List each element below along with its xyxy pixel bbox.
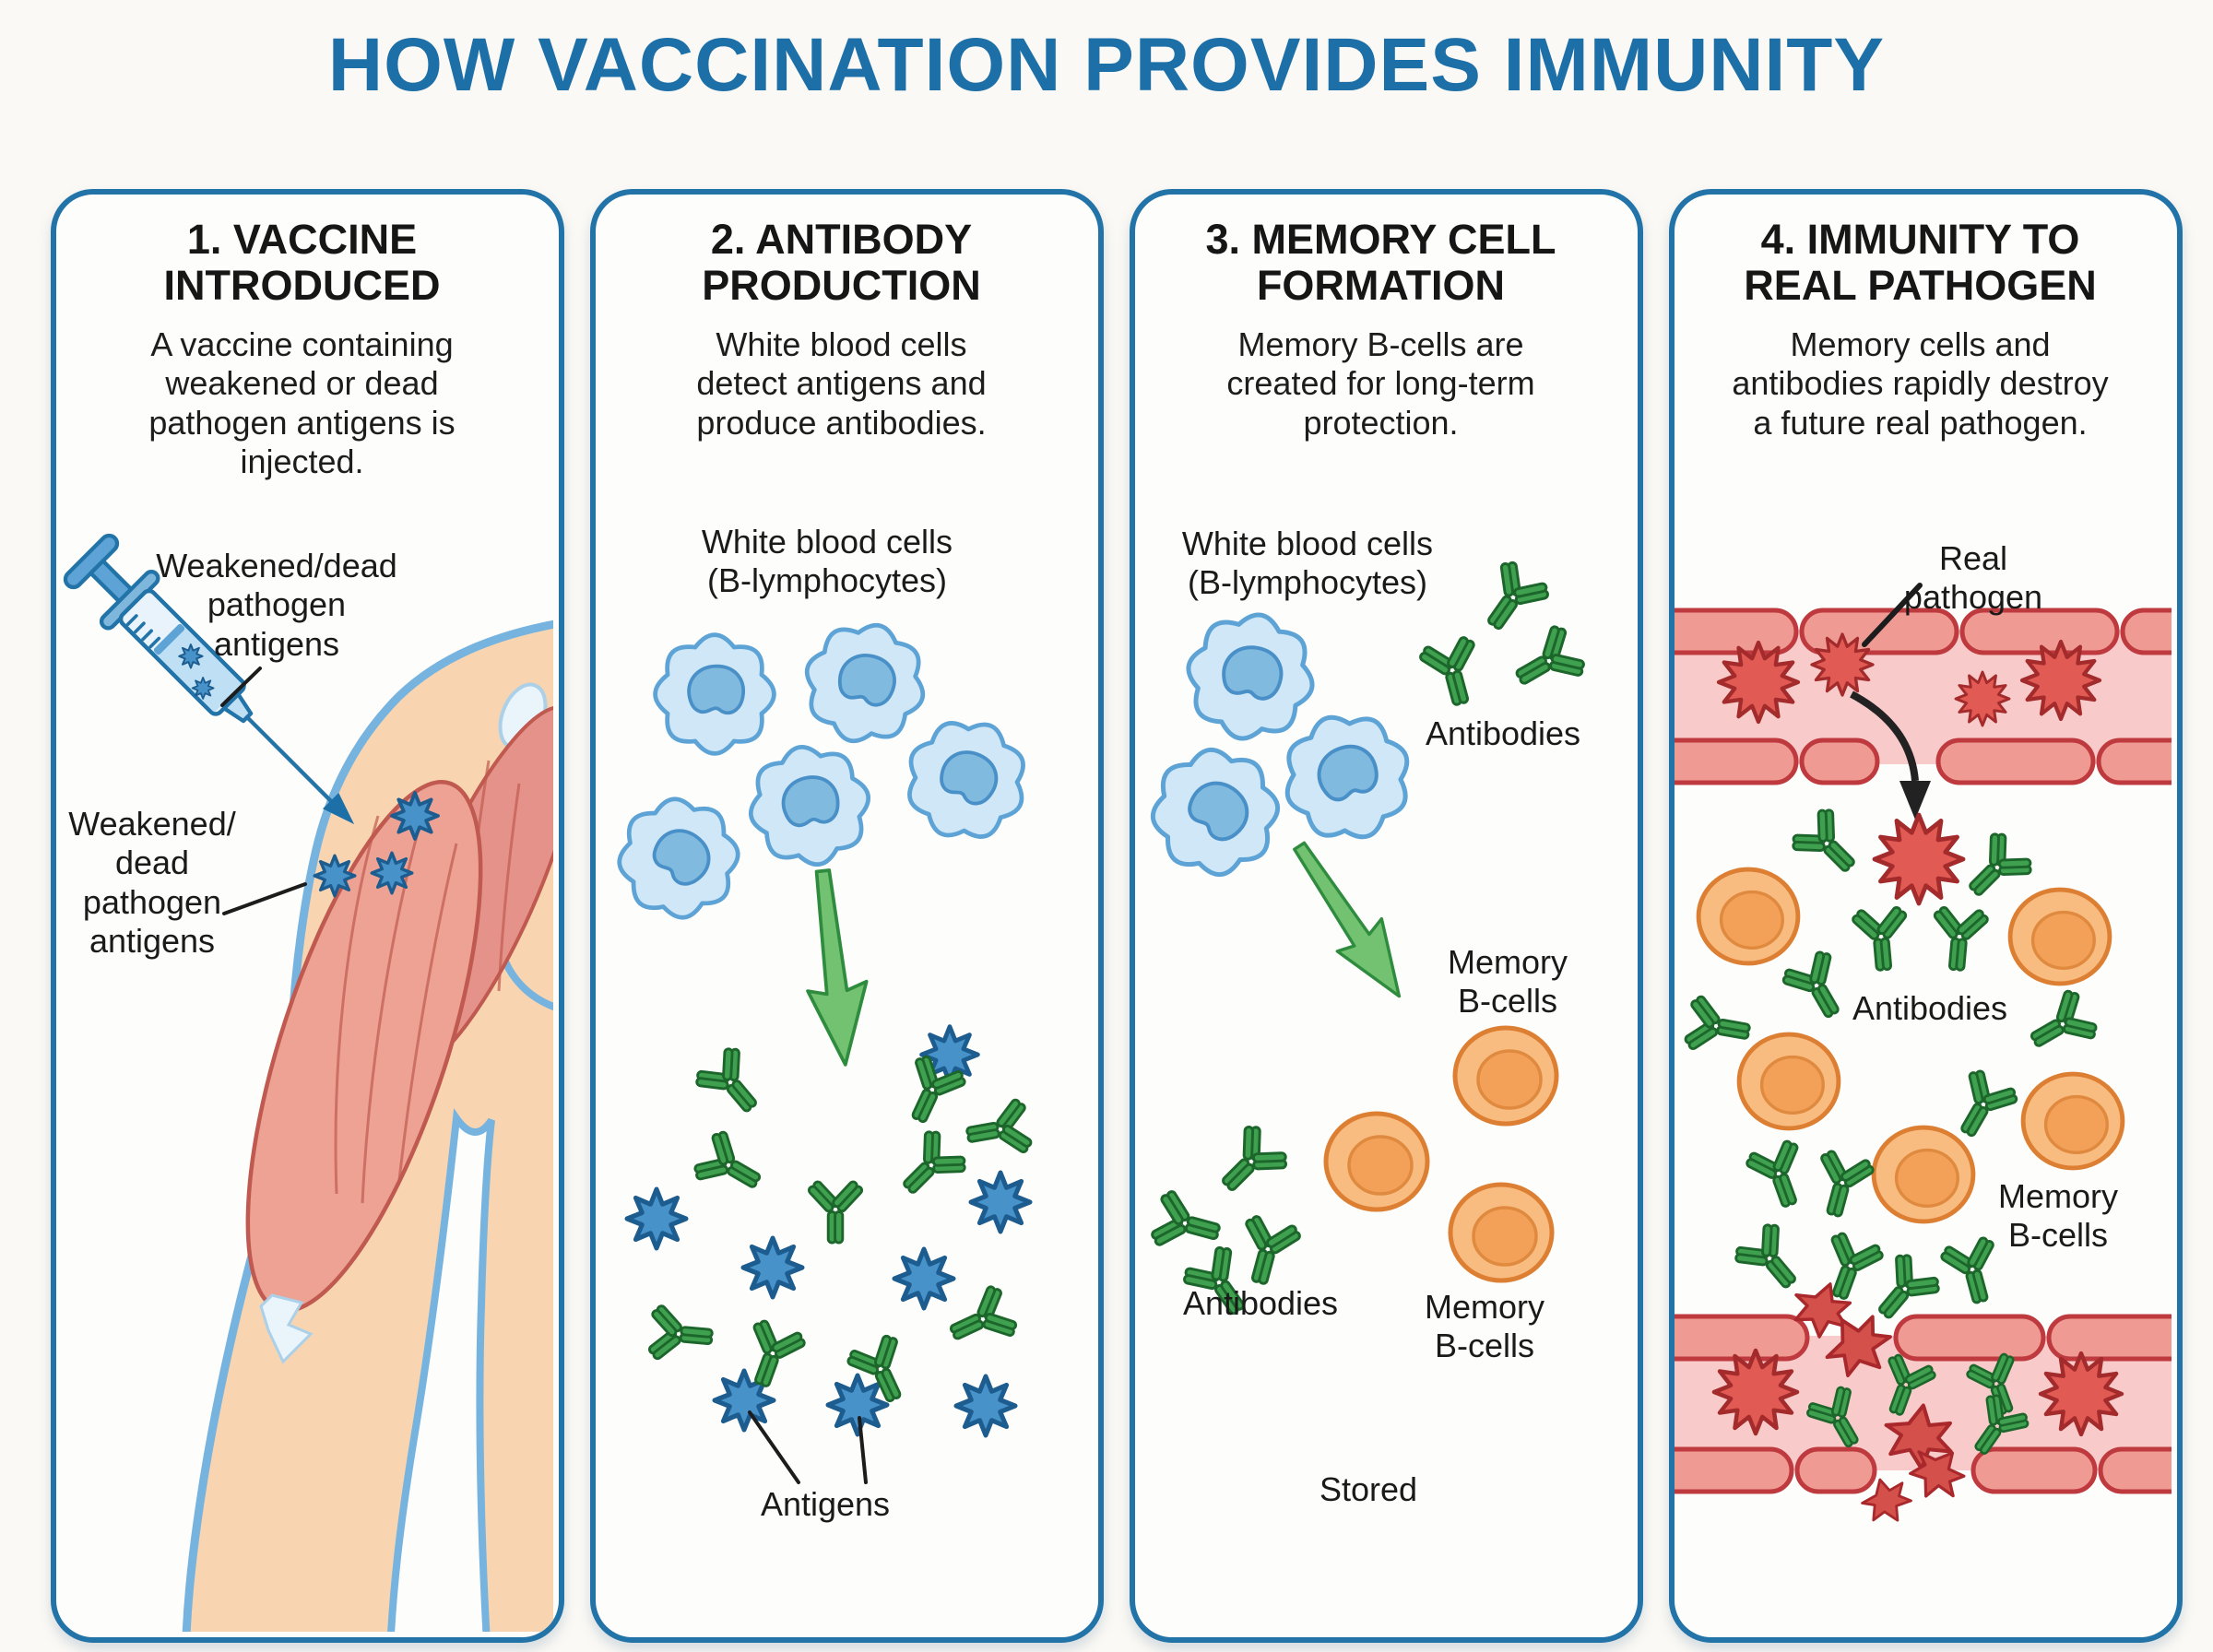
memory-bcell-cluster (1326, 1028, 1556, 1280)
antigen-star-icon (894, 1249, 953, 1308)
label-pointer-line (220, 667, 262, 707)
antibody-y-icon (1729, 1218, 1812, 1302)
antibody-y-icon (1206, 1120, 1293, 1207)
panel-description: A vaccine containing weakened or dead pa… (148, 325, 456, 481)
antigen-star-icon (370, 851, 414, 895)
wbc-icon (1130, 724, 1304, 900)
panel-antibody-production: 2. ANTIBODY PRODUCTION White blood cells… (590, 189, 1104, 1643)
green-arrow-icon (1276, 828, 1425, 1013)
label-muscle-antigens: Weakened/ dead pathogen antigens (68, 805, 236, 961)
label-wbc: White blood cells (B-lymphocytes) (701, 523, 953, 600)
antibody-y-icon (1929, 905, 1990, 973)
injection-arrow-icon (322, 792, 355, 825)
wbc-cluster (1130, 604, 1427, 900)
antibody-y-icon (1743, 1137, 1817, 1214)
label-pointer-line (858, 1416, 868, 1484)
antibody-y-icon (1505, 620, 1590, 703)
panel-description: Memory cells and antibodies rapidly dest… (1732, 325, 2109, 442)
panel-heading: 1. VACCINE INTRODUCED (163, 216, 441, 310)
panel-vaccine-introduced: 1. VACCINE INTRODUCED A vaccine containi… (51, 189, 564, 1643)
panel-memory-cell-formation: 3. MEMORY CELL FORMATION Memory B-cells … (1130, 189, 1643, 1643)
memory-bcell-icon (2023, 1074, 2123, 1168)
label-real-pathogen: Real pathogen (1903, 539, 2043, 617)
antigen-star-icon (313, 854, 357, 898)
antibody-y-icon (1954, 827, 2038, 911)
label-memory-bcells-mid: Memory B-cells (1447, 943, 1568, 1021)
antibody-y-icon (689, 1127, 771, 1206)
memory-bcell-icon (1326, 1114, 1427, 1210)
blood-vessel-top (1675, 608, 2172, 785)
elbow-fold (387, 1108, 495, 1632)
panel-description: White blood cells detect antigens and pr… (696, 325, 987, 442)
antigen-star-icon (743, 1238, 802, 1297)
antibody-y-icon (1786, 803, 1870, 887)
panel-description: Memory B-cells are created for long-term… (1226, 325, 1535, 442)
panel2-illustration (590, 189, 1093, 1484)
label-pointer-line (748, 1410, 800, 1484)
wbc-icon (792, 610, 938, 756)
antigen-star-icon (971, 1173, 1030, 1232)
label-antigens: Antigens (760, 1485, 891, 1523)
antibody-y-icon (647, 1304, 715, 1364)
label-stored: Stored (1319, 1470, 1418, 1508)
antibody-y-icon (1148, 1187, 1225, 1260)
antibody-y-icon (963, 1097, 1034, 1162)
panel-heading: 4. IMMUNITY TO REAL PATHOGEN (1744, 216, 2097, 310)
memory-bcell-icon (1455, 1028, 1556, 1124)
memory-bcell-icon (1874, 1127, 1973, 1221)
antibody-y-icon (888, 1125, 972, 1209)
label-memory-bcells-bottom: Memory B-cells (1424, 1288, 1545, 1365)
panel-heading: 3. MEMORY CELL FORMATION (1205, 216, 1556, 310)
memory-bcell-icon (1698, 869, 1798, 963)
antibody-y-icon (1851, 905, 1911, 973)
wbc-icon (1178, 604, 1322, 749)
wbc-icon (595, 774, 762, 941)
wbc-icon (656, 635, 775, 754)
label-antibodies-top: Antibodies (1425, 714, 1581, 752)
label-syringe-antigens: Weakened/dead pathogen antigens (156, 547, 397, 663)
antibody-y-icon (1470, 556, 1555, 643)
antigen-star-icon (627, 1189, 686, 1248)
green-arrow-icon (793, 866, 877, 1070)
panel-immunity-to-real-pathogen: 4. IMMUNITY TO REAL PATHOGEN Memory cell… (1669, 189, 2183, 1643)
panel4-illustration (1675, 583, 2172, 1529)
label-memory-bcells: Memory B-cells (1997, 1177, 2119, 1255)
antibody-y-icon (690, 1042, 773, 1126)
wbc-icon (887, 701, 1045, 858)
antibody-y-icon (1683, 994, 1754, 1059)
pathogen-icon (1875, 815, 1963, 903)
antibody-y-icon (1806, 1148, 1876, 1222)
antibody-y-icon (941, 1281, 1021, 1359)
panel-heading: 2. ANTIBODY PRODUCTION (702, 216, 981, 310)
antibody-y-icon (1778, 946, 1857, 1028)
page-title: HOW VACCINATION PROVIDES IMMUNITY (327, 23, 1886, 107)
antibody-y-icon (2020, 985, 2102, 1065)
antibody-y-icon (808, 1180, 864, 1243)
antigen-star-icon (828, 1375, 887, 1434)
label-antibodies: Antibodies (1852, 989, 2008, 1027)
label-antibodies-bottom: Antibodies (1182, 1284, 1339, 1322)
antibody-cluster-top (1416, 556, 1590, 711)
panel1-illustration (63, 533, 553, 1632)
memory-bcell-icon (1450, 1185, 1552, 1280)
label-pointer-line (222, 882, 307, 915)
black-arrowhead-icon (1899, 781, 1931, 820)
arm-graphic (182, 620, 553, 1632)
antigen-antibody-scatter (627, 1027, 1034, 1435)
memory-bcell-icon (2010, 890, 2110, 984)
blood-vessel-bottom (1675, 1272, 2172, 1529)
antibody-y-icon (1231, 1212, 1304, 1290)
memory-bcell-icon (1739, 1034, 1839, 1128)
antibody-y-icon (1416, 633, 1489, 711)
antigen-star-icon (390, 791, 440, 841)
label-pointer-line (1862, 583, 1923, 647)
antigen-star-icon (956, 1376, 1015, 1435)
black-arrow-icon (1850, 690, 1919, 782)
label-wbc: White blood cells (B-lymphocytes) (1181, 525, 1434, 602)
syringe-icon (63, 533, 355, 825)
wbc-icon (740, 737, 878, 874)
antibody-y-icon (1943, 1065, 2022, 1147)
